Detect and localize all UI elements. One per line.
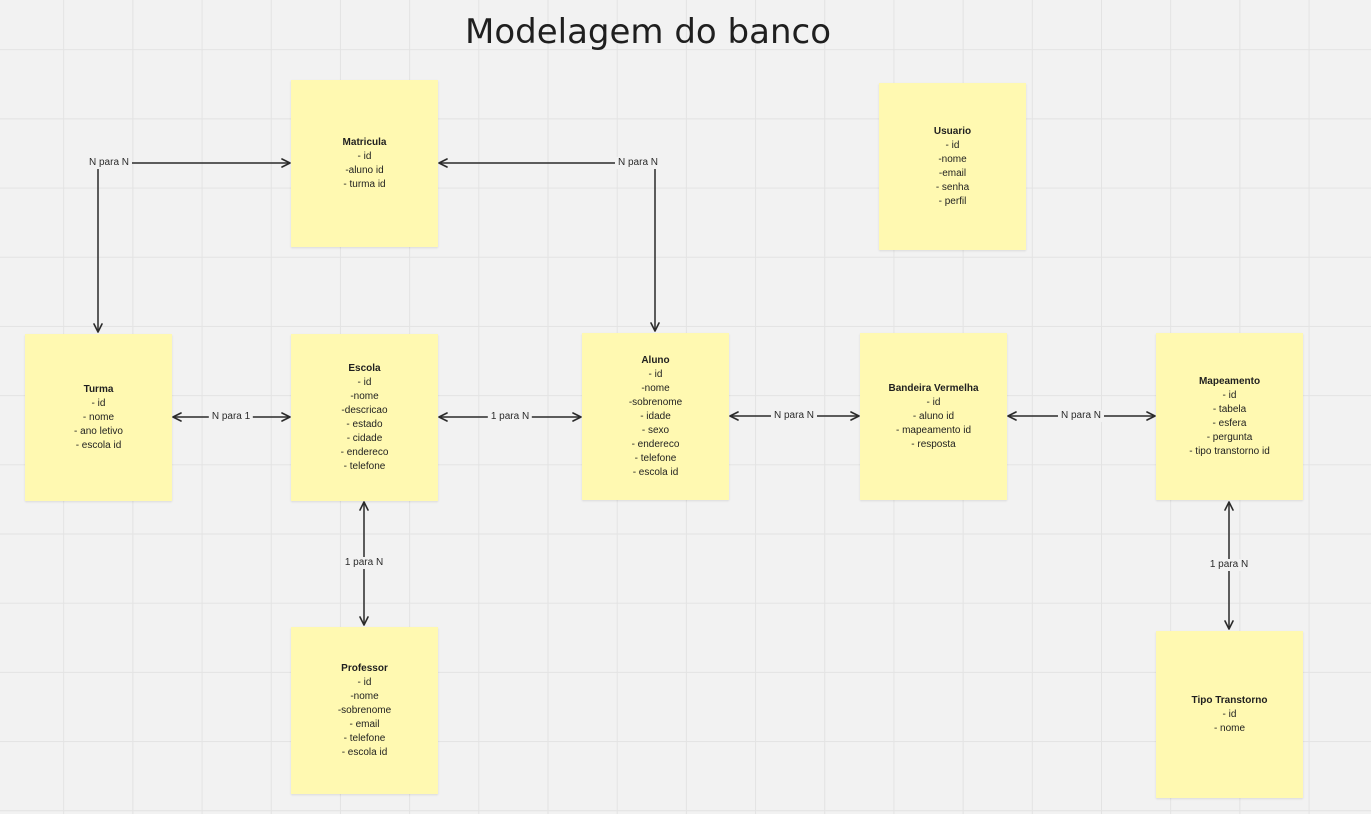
entity-field: -sobrenome (337, 704, 392, 716)
entity-field: - endereco (631, 438, 680, 450)
entity-title: Tipo Transtorno (1191, 694, 1268, 706)
entity-field-list: - id - nome (1214, 708, 1245, 736)
entity-field: - aluno id (912, 410, 955, 422)
entity-field: - resposta (911, 438, 956, 450)
entity-field: - idade (640, 410, 671, 422)
entity-field: - id (648, 368, 663, 380)
entity-escola-note[interactable]: Escola - id -nome -descricao - estado - cidad… (291, 334, 438, 501)
entity-field-list: - id -aluno id - turma id (343, 150, 385, 192)
entity-field: -descricao (341, 404, 388, 416)
relationship-label: N para N (85, 157, 133, 169)
entity-field: -nome (938, 153, 967, 165)
entity-field: -nome (350, 390, 379, 402)
entity-mapeamento-note[interactable]: Mapeamento - id - tabela - esfera - pergunta… (1156, 333, 1303, 500)
entity-field: - ano letivo (74, 425, 123, 437)
entity-field: - telefone (343, 460, 386, 472)
entity-title: Turma (83, 383, 114, 395)
entity-title: Matricula (342, 136, 387, 148)
relationship-label: 1 para N (341, 557, 387, 569)
entity-field: - id (1222, 708, 1237, 720)
entity-field: - cidade (346, 432, 383, 444)
entity-bandeira-vermelha-note[interactable]: Bandeira Vermelha - id - aluno id - mapeame… (860, 333, 1007, 500)
entity-field-list: - id -nome -descricao - estado - cidade - end… (341, 376, 389, 474)
entity-field: - sexo (641, 424, 670, 436)
entity-field: - id (1222, 389, 1237, 401)
entity-field: - id (945, 139, 960, 151)
entity-field: - pergunta (1206, 431, 1253, 443)
entity-field-list: - id - nome - ano letivo - escola id (74, 397, 123, 453)
entity-field: - tabela (1212, 403, 1247, 415)
entity-title: Professor (341, 662, 388, 674)
entity-field: - escola id (75, 439, 122, 451)
entity-title: Aluno (641, 354, 670, 366)
relationship-label: N para 1 (208, 411, 254, 423)
relationship-label: N para N (1057, 410, 1105, 422)
entity-field: - telefone (634, 452, 677, 464)
entity-field: - turma id (343, 178, 386, 190)
entity-field: - esfera (1212, 417, 1247, 429)
entity-field: - tipo transtorno id (1189, 445, 1270, 457)
entity-field: - endereco (340, 446, 389, 458)
entity-field-list: - id - tabela - esfera - pergunta - tipo tra… (1189, 389, 1270, 459)
entity-tipo-transtorno-note[interactable]: Tipo Transtorno - id - nome (1156, 631, 1303, 798)
entity-field: - nome (82, 411, 115, 423)
entity-field: -email (938, 167, 967, 179)
entity-field: - nome (1213, 722, 1246, 734)
entity-title: Usuario (933, 125, 972, 137)
entity-field: - id (91, 397, 106, 409)
entity-field: - id (357, 676, 372, 688)
entity-title: Bandeira Vermelha (888, 382, 979, 394)
diagram-title: Modelagem do banco (465, 12, 831, 52)
entity-field: - perfil (938, 195, 967, 207)
entity-matricula-note[interactable]: Matricula - id -aluno id - turma id (291, 80, 438, 247)
entity-aluno-note[interactable]: Aluno - id -nome -sobrenome - idade - sexo - e… (582, 333, 729, 500)
entity-title: Mapeamento (1198, 375, 1261, 387)
relationship-label: 1 para N (1206, 559, 1252, 571)
entity-field: - id (357, 150, 372, 162)
entity-field-list: - id -nome -sobrenome - idade - sexo - endere… (629, 368, 682, 480)
entity-field: - estado (346, 418, 383, 430)
entity-usuario-note[interactable]: Usuario - id -nome -email - senha - perfil (879, 83, 1026, 250)
entity-field-list: - id -nome -sobrenome - email - telefone - es… (338, 676, 391, 760)
entity-field: - id (926, 396, 941, 408)
entity-field: - mapeamento id (895, 424, 972, 436)
relationship-label: N para N (614, 157, 662, 169)
entity-field-list: - id -nome -email - senha - perfil (936, 139, 969, 209)
relationship-label: N para N (770, 410, 818, 422)
relationship-label: 1 para N (487, 411, 533, 423)
entity-field: - escola id (632, 466, 679, 478)
entity-field: -nome (641, 382, 670, 394)
entity-field: - senha (935, 181, 970, 193)
entity-turma-note[interactable]: Turma - id - nome - ano letivo - escola id (25, 334, 172, 501)
entity-title: Escola (348, 362, 381, 374)
entity-field-list: - id - aluno id - mapeamento id - resposta (896, 396, 971, 452)
entity-field: - id (357, 376, 372, 388)
entity-field: - telefone (343, 732, 386, 744)
entity-field: -sobrenome (628, 396, 683, 408)
entity-field: - escola id (341, 746, 388, 758)
entity-field: -nome (350, 690, 379, 702)
entity-professor-note[interactable]: Professor - id -nome -sobrenome - email - tel… (291, 627, 438, 794)
entity-field: - email (349, 718, 380, 730)
entity-field: -aluno id (345, 164, 384, 176)
